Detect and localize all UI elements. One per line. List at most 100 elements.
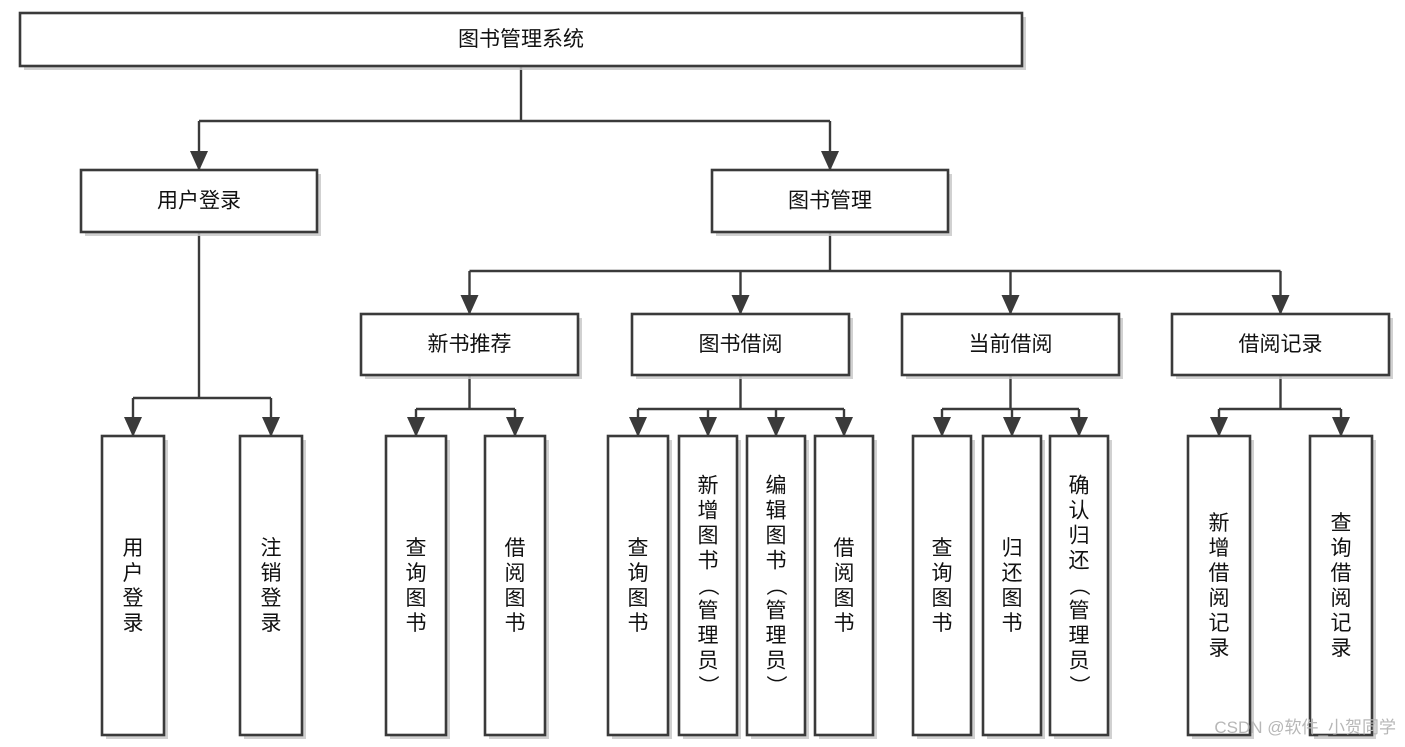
- node-leaf-user-login[interactable]: 用户登录: [100, 434, 168, 739]
- node-label-char: 书: [834, 612, 855, 635]
- node-label-char: 归: [1002, 537, 1023, 560]
- node-label-char: 归: [1069, 525, 1090, 548]
- node-label-char: 查: [932, 537, 953, 560]
- node-label-char: 书: [766, 550, 787, 573]
- node-label-char: 书: [628, 612, 649, 635]
- node-label-char: 询: [628, 562, 649, 585]
- node-label-char: 图: [698, 525, 719, 548]
- node-label-char: ）: [696, 675, 719, 696]
- node-user-login[interactable]: 用户登录: [79, 168, 321, 236]
- node-label-char: 登: [123, 587, 144, 610]
- node-label-char: 阅: [1209, 587, 1230, 610]
- node-new-book-recommend[interactable]: 新书推荐: [359, 312, 582, 379]
- node-label-char: 认: [1069, 500, 1090, 523]
- node-label-char: ）: [764, 675, 787, 696]
- arrow-head-icon: [699, 417, 717, 437]
- node-current-borrow[interactable]: 当前借阅: [900, 312, 1123, 379]
- node-label-char: 录: [261, 612, 282, 635]
- node-label-char: 查: [406, 537, 427, 560]
- node-label-char: 借: [1331, 562, 1352, 585]
- node-label-char: 员: [698, 650, 719, 673]
- node-label: 用户登录: [157, 190, 241, 213]
- node-label-char: 录: [123, 612, 144, 635]
- node-label-char: 新: [1209, 512, 1230, 535]
- node-label: 图书管理: [788, 190, 872, 213]
- node-root[interactable]: 图书管理系统: [18, 11, 1026, 70]
- arrow-head-icon: [821, 151, 839, 171]
- node-label-char: 理: [766, 625, 787, 648]
- node-label-char: 询: [1331, 537, 1352, 560]
- node-label-char: 借: [505, 537, 526, 560]
- node-label-char: 增: [1209, 537, 1230, 560]
- arrow-head-icon: [1271, 295, 1290, 315]
- arrow-head-icon: [1003, 417, 1021, 437]
- node-label-char: 书: [505, 612, 526, 635]
- node-label-char: 图: [1002, 587, 1023, 610]
- node-label-char: 编: [766, 475, 787, 498]
- arrow-head-icon: [835, 417, 853, 437]
- node-label-char: 管: [698, 600, 719, 623]
- node-book-management[interactable]: 图书管理: [710, 168, 952, 236]
- arrow-head-icon: [933, 417, 951, 437]
- node-label-char: 理: [1069, 625, 1090, 648]
- node-label-char: 询: [406, 562, 427, 585]
- node-label-char: 注: [261, 537, 282, 560]
- node-label: 新书推荐: [428, 333, 512, 356]
- arrow-head-icon: [1001, 295, 1020, 315]
- node-label-char: 书: [1002, 612, 1023, 635]
- arrow-head-icon: [767, 417, 785, 437]
- node-label-char: 确: [1069, 475, 1090, 498]
- arrow-head-icon: [731, 295, 750, 315]
- node-borrow-record[interactable]: 借阅记录: [1170, 312, 1393, 379]
- node-label-char: 辑: [766, 500, 787, 523]
- node-label-char: 员: [1069, 650, 1090, 673]
- node-book-borrow[interactable]: 图书借阅: [630, 312, 853, 379]
- node-label-char: 新: [698, 475, 719, 498]
- node-label-char: 记: [1209, 612, 1230, 635]
- node-label-char: （: [764, 575, 787, 596]
- node-label-char: 用: [123, 537, 144, 560]
- node-label-char: 借: [834, 537, 855, 560]
- node-label: 图书管理系统: [458, 28, 584, 51]
- node-label-char: 阅: [505, 562, 526, 585]
- arrow-head-icon: [190, 151, 208, 171]
- node-label-char: 阅: [1331, 587, 1352, 610]
- arrow-head-icon: [124, 417, 142, 437]
- connectors-layer: [124, 66, 1350, 437]
- node-label-char: 查: [1331, 512, 1352, 535]
- arrow-head-icon: [460, 295, 479, 315]
- arrow-head-icon: [1070, 417, 1088, 437]
- nodes-layer: 图书管理系统用户登录图书管理新书推荐图书借阅当前借阅借阅记录用户登录注销登录查询…: [18, 11, 1393, 739]
- node-label-char: 图: [834, 587, 855, 610]
- node-label-char: 增: [698, 500, 719, 523]
- node-label: 图书借阅: [699, 333, 783, 356]
- node-label-char: 记: [1331, 612, 1352, 635]
- node-label-char: 图: [628, 587, 649, 610]
- node-label-char: 图: [932, 587, 953, 610]
- node-label-char: 户: [123, 562, 144, 585]
- node-label-char: 书: [932, 612, 953, 635]
- arrow-head-icon: [1332, 417, 1350, 437]
- node-label-char: （: [1067, 575, 1090, 596]
- node-label-char: 书: [698, 550, 719, 573]
- arrow-head-icon: [506, 417, 524, 437]
- arrow-head-icon: [629, 417, 647, 437]
- node-label-char: 录: [1331, 637, 1352, 660]
- node-label-char: 销: [261, 562, 282, 585]
- node-label-char: 还: [1002, 562, 1023, 585]
- node-label-char: ）: [1067, 675, 1090, 696]
